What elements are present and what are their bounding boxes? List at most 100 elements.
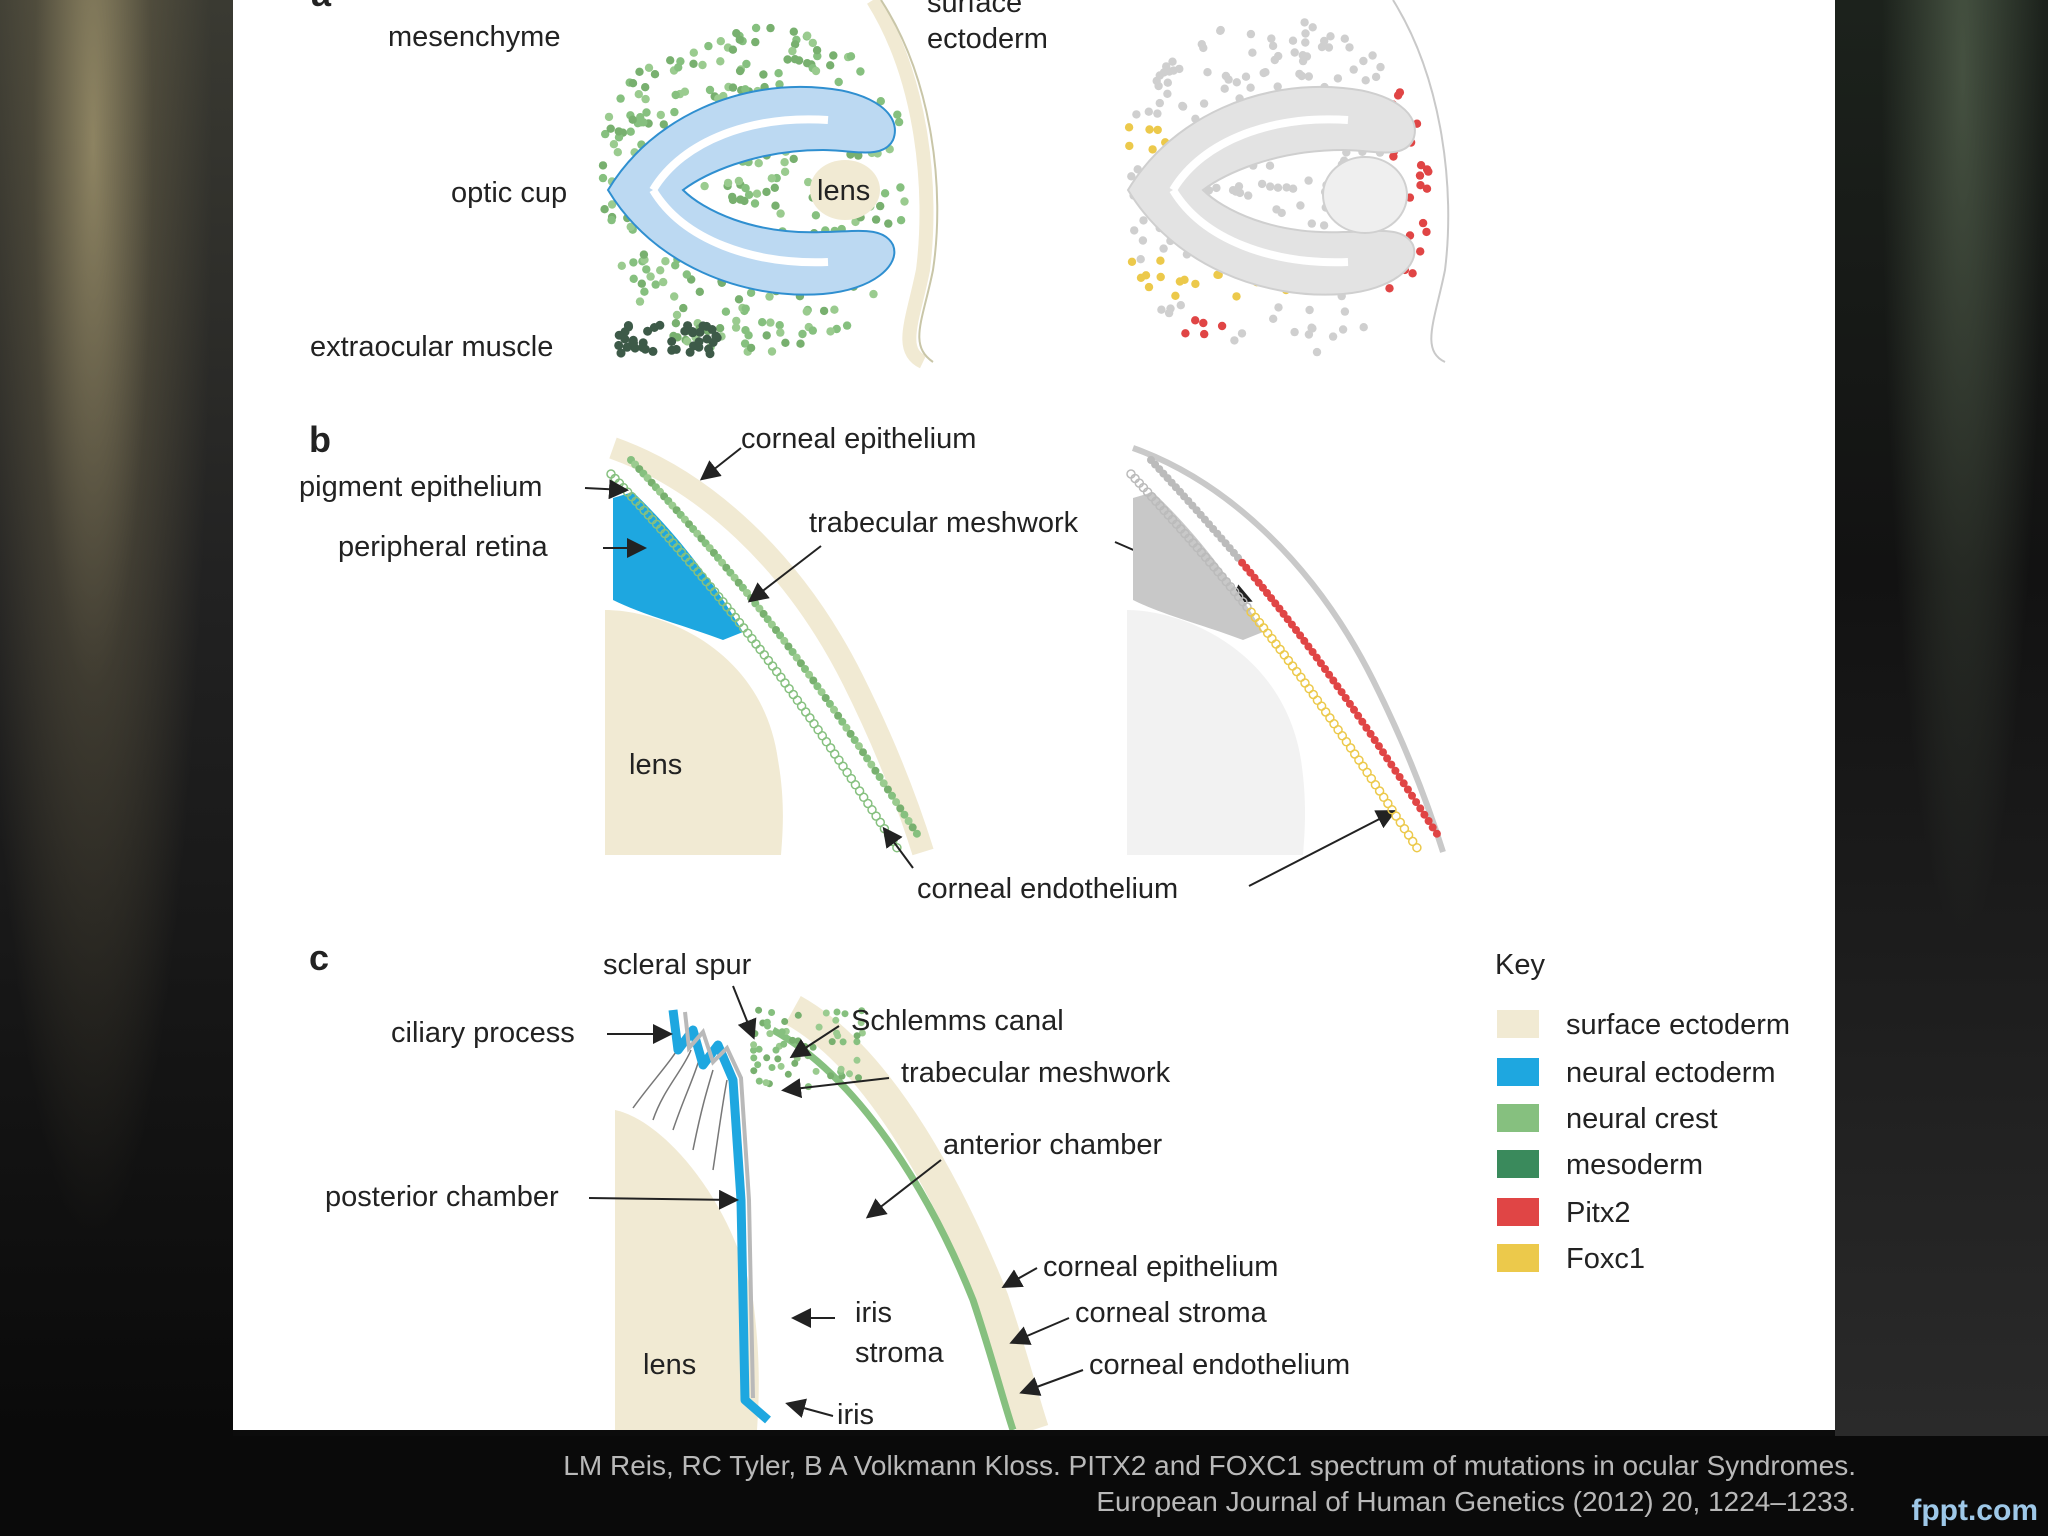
- expression-cell: [1385, 284, 1394, 293]
- mesenchyme-cell: [604, 112, 614, 122]
- mesenchyme-cell: [656, 266, 665, 275]
- expression-cell: [1259, 68, 1268, 78]
- mesenchyme-cell: [598, 173, 608, 183]
- expression-cell: [1155, 98, 1164, 108]
- expression-cell: [1359, 323, 1368, 332]
- arrow-corneal-endothelium-b-right: [1248, 810, 1397, 887]
- mesenchyme-cell: [771, 201, 780, 210]
- expression-cell: [1288, 36, 1298, 45]
- expression-cell: [1153, 109, 1162, 118]
- trabecular-cell: [768, 1064, 776, 1071]
- mesenchyme-cell: [656, 110, 665, 120]
- expression-cell: [1399, 779, 1408, 788]
- mesenchyme-cell: [607, 200, 617, 209]
- surface-ectoderm-outline-right: [1392, 0, 1450, 363]
- mesenchyme-cell: [600, 205, 609, 214]
- optic-cup-lumen-grey: [1169, 115, 1349, 267]
- expression-cell: [1132, 110, 1141, 119]
- arrow-corneal-endothelium-b-left: [882, 826, 914, 869]
- expression-cell: [1203, 68, 1212, 77]
- expression-cell: [1244, 191, 1253, 200]
- expression-cell: [1144, 282, 1154, 292]
- neural-crest-cell: [784, 642, 793, 651]
- label-mesenchyme: mesenchyme: [388, 21, 560, 53]
- trabecular-cell: [778, 1028, 786, 1036]
- cornea-band-b: [609, 437, 934, 856]
- arrow-posterior-chamber: [588, 1189, 739, 1210]
- panel-a-label: a: [311, 0, 332, 14]
- mesenchyme-cell: [790, 55, 800, 64]
- mesenchyme-cell: [846, 52, 856, 61]
- expression-cell: [1212, 183, 1221, 193]
- mesenchyme-cell: [732, 29, 741, 38]
- neural-crest-cell: [817, 688, 826, 697]
- muscle-cell: [620, 334, 630, 344]
- arrow-trabecular-meshwork-b-left: [747, 545, 822, 603]
- trabecular-cell: [858, 1007, 866, 1015]
- expression-cell: [1304, 330, 1314, 339]
- trabecular-cell: [855, 1074, 862, 1082]
- lens-b: [605, 610, 783, 855]
- expression-cell: [1349, 65, 1358, 74]
- neural-crest-cell: [834, 711, 843, 720]
- expression-cell: [1232, 78, 1241, 87]
- trabecular-cell: [858, 1029, 866, 1037]
- mesenchyme-cell: [728, 45, 738, 54]
- expression-cell: [1362, 723, 1371, 732]
- muscle-cell: [687, 327, 697, 336]
- mesenchyme-cell: [735, 35, 744, 44]
- mesenchyme-cell: [776, 328, 785, 337]
- muscle-cell: [640, 344, 650, 354]
- mesenchyme-cell: [854, 151, 863, 160]
- trabecular-cell: [755, 1077, 763, 1085]
- label-corneal-stroma: corneal stroma: [1075, 1297, 1268, 1329]
- expression-cell: [1217, 321, 1227, 331]
- neural-crest-cell: [871, 766, 880, 775]
- trabecular-cell: [832, 1016, 840, 1024]
- expression-cell: [1136, 255, 1145, 264]
- expression-cell: [1338, 325, 1348, 334]
- expression-cell: [1432, 829, 1441, 838]
- neural-crest-cell: [796, 659, 805, 668]
- expression-cell: [1156, 272, 1165, 282]
- expression-cell: [1337, 688, 1346, 697]
- mesenchyme-cell: [789, 154, 798, 164]
- label-scleral-spur: scleral spur: [603, 949, 752, 981]
- mesenchyme-cell: [766, 318, 775, 327]
- trabecular-cell: [772, 1046, 780, 1054]
- label-surface-ectoderm-1: surface: [927, 0, 1022, 19]
- mesenchyme-cell: [735, 66, 745, 76]
- expression-cell: [1231, 187, 1241, 196]
- expression-cell: [1267, 633, 1277, 644]
- expression-cell: [1300, 18, 1309, 27]
- expression-cell: [1272, 205, 1281, 214]
- neural-crest-cell: [742, 628, 753, 638]
- expression-cell: [1197, 40, 1206, 49]
- eye-development-diagram: a mesenchyme surface ectoderm optic cup …: [299, 0, 1790, 1430]
- mesenchyme-cell: [672, 310, 682, 320]
- arrow-corneal-endothelium-c: [1019, 1369, 1084, 1396]
- expression-cell: [1169, 66, 1178, 75]
- expression-cell: [1220, 84, 1229, 93]
- expression-cell: [1156, 256, 1165, 265]
- trabecular-cell: [812, 1067, 820, 1075]
- expression-cell: [1138, 236, 1148, 245]
- label-lens-a: lens: [817, 175, 870, 207]
- expression-cell: [1298, 56, 1308, 66]
- expression-cell: [1164, 308, 1174, 318]
- expression-cell: [1298, 51, 1308, 60]
- mesenchyme-cell: [802, 307, 811, 316]
- mesenchyme-cell: [811, 66, 821, 76]
- citation-line-1: LM Reis, RC Tyler, B A Volkmann Kloss. P…: [563, 1450, 1856, 1481]
- mesenchyme-cell: [803, 31, 812, 40]
- neural-crest-cell: [838, 717, 847, 726]
- mesenchyme-cell: [830, 305, 839, 314]
- muscle-cell: [704, 344, 714, 354]
- expression-cell: [1393, 91, 1403, 100]
- expression-cell: [1319, 221, 1329, 230]
- mesenchyme-cell: [762, 187, 771, 197]
- mesenchyme-cell: [642, 108, 651, 117]
- muscle-cell: [694, 337, 704, 347]
- mesenchyme-cell: [876, 97, 885, 106]
- expression-cell: [1288, 184, 1298, 193]
